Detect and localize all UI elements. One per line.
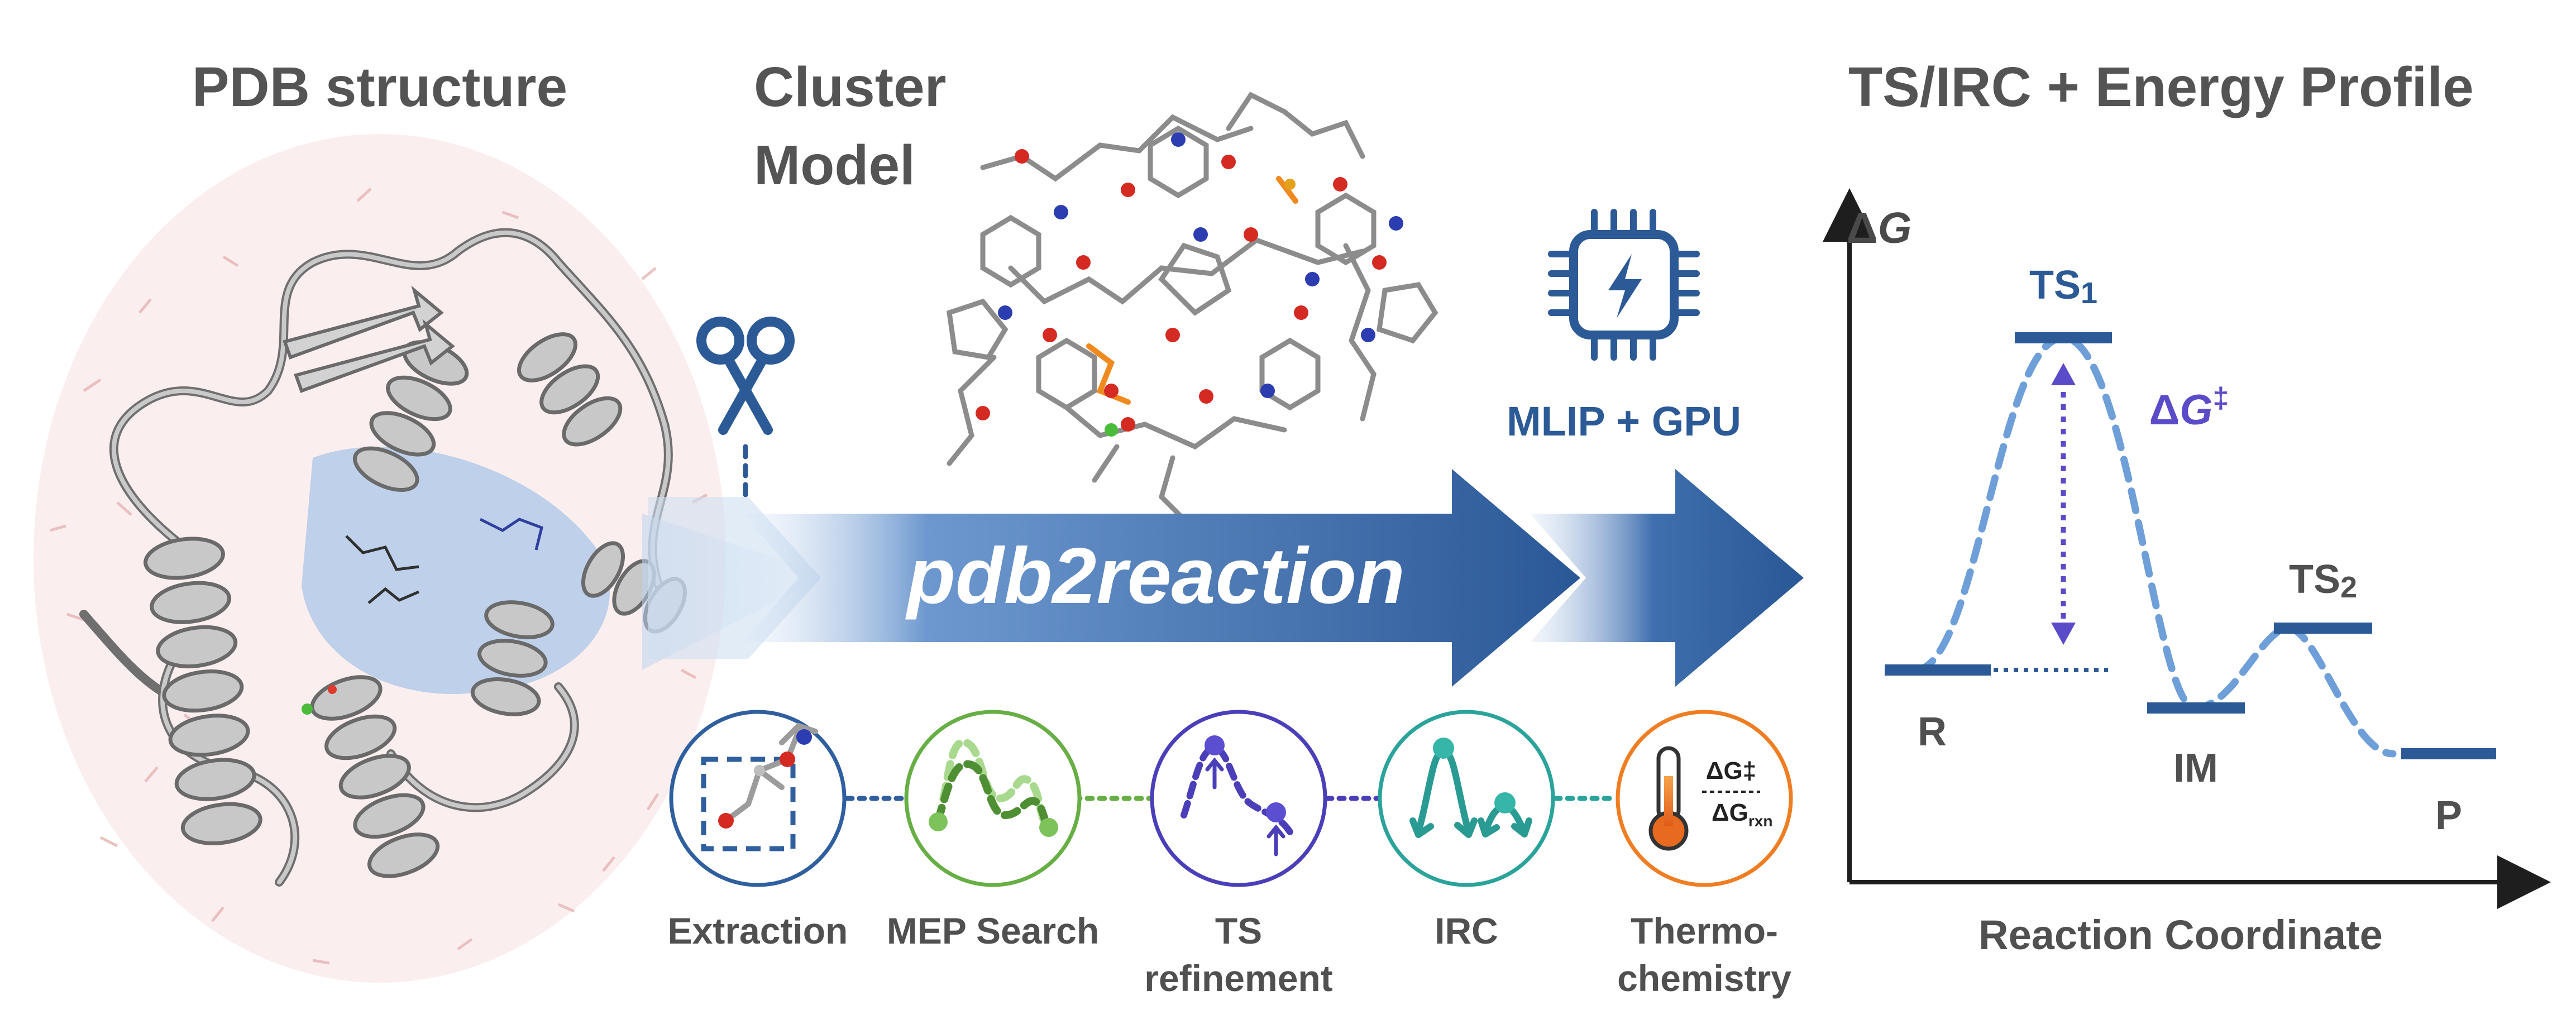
cluster-extraction-icon [701, 722, 818, 851]
step-label-irc: IRC [1435, 910, 1498, 951]
pipeline-title: pdb2reaction [905, 532, 1405, 620]
energy-levels [1885, 332, 2496, 759]
step-label-extraction: Extraction [668, 910, 848, 951]
ts-irc-heading: TS/IRC + Energy Profile [1848, 56, 2474, 118]
step-label-mep-search: MEP Search [887, 910, 1099, 951]
thermometer-icon [1648, 746, 1689, 851]
step-ts-refinement [1150, 710, 1327, 887]
pdb-structure-heading: PDB structure [192, 56, 567, 118]
step-extraction [669, 710, 847, 887]
scissors-icon [696, 317, 795, 500]
step-label-ts: TS [1215, 910, 1262, 951]
state-label-ts2: TS2 [2289, 557, 2357, 604]
state-label-p: P [2435, 793, 2462, 838]
x-axis-label: Reaction Coordinate [1978, 912, 2383, 958]
protein-structure-image [34, 134, 726, 983]
step-thermochemistry: ΔG‡ ΔGrxn [1616, 710, 1793, 887]
cluster-model-heading-line1: Cluster [754, 56, 947, 118]
step-label-chemistry: chemistry [1617, 958, 1791, 999]
irc-icon [1409, 738, 1532, 838]
mep-path-icon [929, 738, 1058, 837]
step-mep-search [904, 710, 1082, 887]
energy-curve [1911, 334, 2397, 758]
thermo-reaction-label: ΔGrxn [1712, 799, 1772, 830]
barrier-arrow [2051, 363, 2076, 645]
y-axis-label: ΔG [1847, 203, 1912, 252]
cluster-model-molecule-image [947, 92, 1438, 522]
mlip-gpu-label: MLIP + GPU [1507, 398, 1741, 444]
gpu-chip-icon [1548, 209, 1700, 361]
state-label-im: IM [2173, 746, 2218, 791]
barrier-label: ΔG‡ [2149, 382, 2229, 434]
step-label-refinement: refinement [1144, 958, 1332, 999]
thermo-barrier-label: ΔG‡ [1706, 757, 1756, 784]
pipeline-arrow [642, 469, 1804, 687]
state-label-r: R [1918, 710, 1947, 754]
step-label-thermo: Thermo- [1631, 910, 1778, 951]
energy-profile-diagram [1823, 188, 2551, 909]
cluster-model-heading-line2: Model [754, 134, 915, 197]
step-irc [1378, 710, 1555, 887]
state-label-ts1: TS1 [2029, 263, 2097, 310]
ts-refinement-icon [1181, 735, 1293, 856]
